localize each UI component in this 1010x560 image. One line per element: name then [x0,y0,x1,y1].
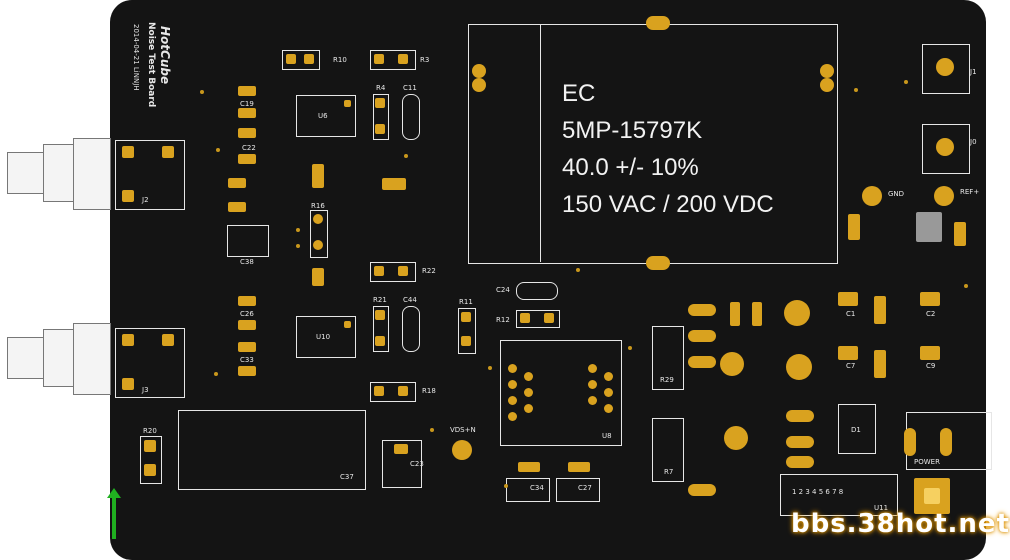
capacitor-line-2: 5MP-15797K [562,117,703,144]
pcb-board [110,0,986,560]
u10-outline [296,316,356,358]
label-ref: REF+ [960,188,980,196]
j3-outline [115,328,185,398]
label-c26: C26 [240,310,254,318]
capacitor-marking: EC 5MP-15797K 40.0 +/- 10% 150 VAC / 200… [562,75,774,223]
label-r10: R10 [333,56,347,64]
capacitor-line-1: EC [562,80,596,107]
board-name: Noise Test Board [146,22,156,108]
axis-indicator [112,494,116,539]
capacitor-line-3: 40.0 +/- 10% [562,154,699,181]
u8-outline [500,340,622,446]
j2-outline [115,140,185,210]
label-j3: J3 [142,386,149,394]
label-c9: C9 [926,362,936,370]
j1-outline [922,44,970,94]
u11-outline [780,474,898,516]
label-u11-pins: 1 2 3 4 5 6 7 8 [792,488,844,496]
u6-outline [296,95,356,137]
c38-outline [227,225,269,257]
label-r21: R21 [373,296,387,304]
gnd-testpoint [862,186,882,206]
label-vds: VDS+N [450,426,476,434]
axis-arrow [107,488,121,498]
label-c19: C19 [240,100,254,108]
c37-outline [178,410,366,490]
board-brand: HotCube [158,26,172,85]
label-c23: C23 [410,460,424,468]
bnc-connector-j2 [5,130,115,220]
label-r11: R11 [459,298,473,306]
label-c27: C27 [578,484,592,492]
ref-testpoint [934,186,954,206]
label-c33: C33 [240,356,254,364]
bnc-connector-j3 [5,315,115,405]
label-r16: R16 [311,202,325,210]
label-u10: U10 [316,333,331,341]
label-c37: C37 [340,473,354,481]
label-r4: R4 [376,84,386,92]
label-r29: R29 [660,376,674,384]
label-c11: C11 [403,84,417,92]
label-u11: U11 [874,504,889,512]
label-c44: C44 [403,296,417,304]
label-c38: C38 [240,258,254,266]
watermark: bbs.38hot.net [790,509,1010,539]
label-j2: J2 [142,196,149,204]
label-r22: R22 [422,267,436,275]
label-j0: J0 [970,138,977,146]
d1-outline [838,404,876,454]
label-u6: U6 [318,112,328,120]
label-u8: U8 [602,432,612,440]
label-c7: C7 [846,362,856,370]
vds-testpoint [452,440,472,460]
label-r7: R7 [664,468,674,476]
label-d1: D1 [851,426,861,434]
label-power: POWER [914,458,940,466]
label-r20: R20 [143,427,157,435]
label-c24: C24 [496,286,510,294]
label-c2: C2 [926,310,936,318]
label-j1: J1 [970,68,977,76]
board-date: 2014-04-21 LiNNJH [132,24,140,91]
j0-outline [922,124,970,174]
capacitor-line-4: 150 VAC / 200 VDC [562,191,774,218]
label-c22: C22 [242,144,256,152]
label-r18: R18 [422,387,436,395]
label-gnd: GND [888,190,905,198]
label-r12: R12 [496,316,510,324]
label-c1: C1 [846,310,856,318]
label-r3: R3 [420,56,430,64]
label-c34: C34 [530,484,544,492]
